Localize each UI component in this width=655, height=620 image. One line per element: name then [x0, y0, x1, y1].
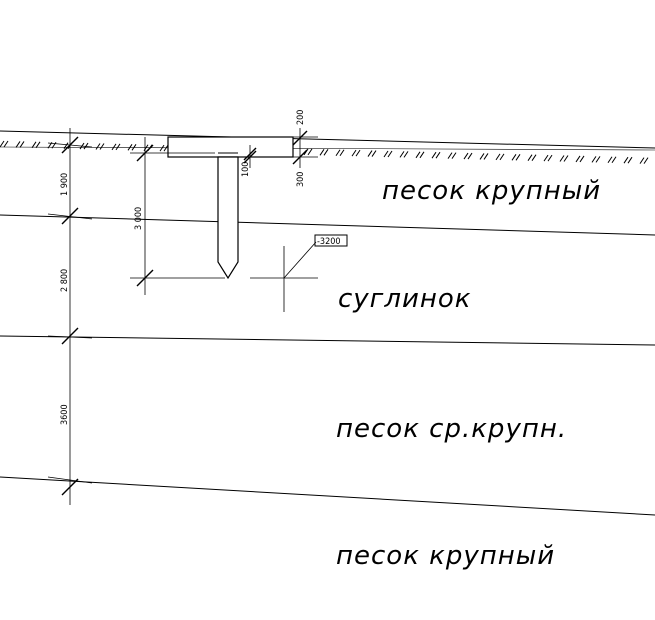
soil-label-1: песок крупный — [382, 176, 601, 206]
layer-boundary-2 — [0, 335, 655, 346]
soil-label-3: песок ср.крупн. — [336, 414, 567, 444]
pile-cap — [167, 136, 294, 158]
dim-layer-2: 2 800 — [60, 269, 70, 292]
pile — [217, 156, 239, 280]
soil-label-2: суглинок — [338, 284, 471, 314]
dim-layer-1: 1 900 — [60, 173, 70, 196]
dim-ticks-layers — [47, 136, 93, 496]
soil-label-4: песок крупный — [336, 541, 555, 571]
dim-cap-bottom: 300 — [296, 172, 306, 187]
elevation-mark: -3200 — [317, 237, 341, 247]
dim-ticks-pile — [130, 144, 225, 287]
ground-surface-line — [0, 130, 655, 149]
dim-ticks-embed — [243, 147, 257, 164]
dim-embed: 100 — [241, 162, 251, 177]
ground-hatch — [0, 140, 655, 164]
dim-ticks-cap — [290, 130, 318, 165]
layer-boundary-1 — [0, 214, 655, 236]
dim-pile-length: 3 000 — [134, 207, 144, 230]
elevation-marker — [250, 234, 348, 312]
dim-layer-3: 3600 — [60, 404, 70, 425]
layer-boundary-3 — [0, 476, 655, 516]
dim-cap-top: 200 — [296, 110, 306, 125]
